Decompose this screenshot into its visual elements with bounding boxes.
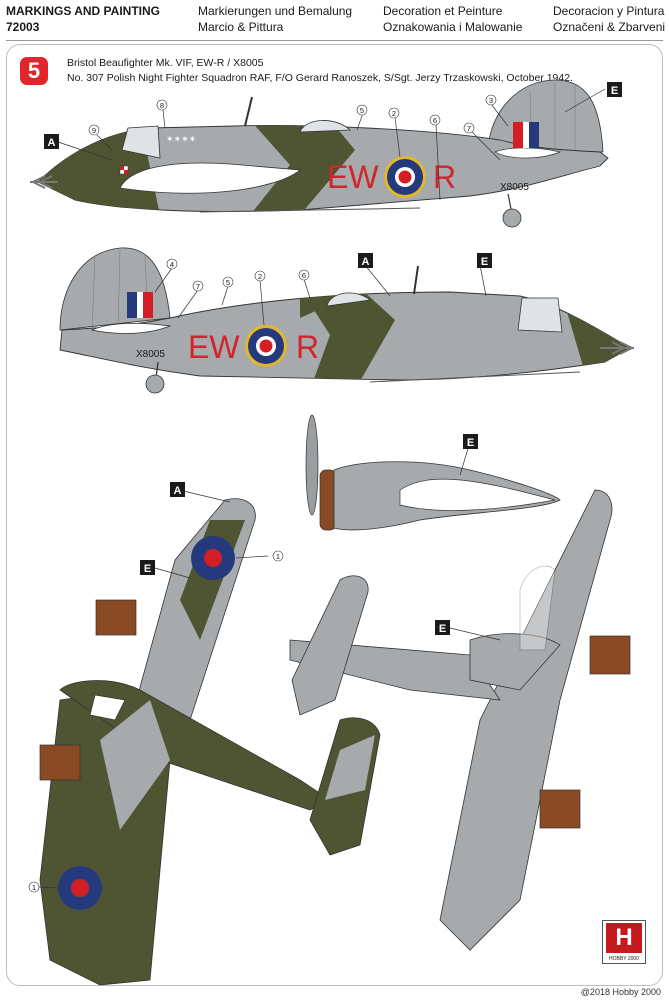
svg-text:✶✶✶✶: ✶✶✶✶ — [166, 135, 196, 145]
svg-text:A: A — [174, 485, 182, 497]
callout-3: 3 — [489, 96, 493, 105]
callout-9: 9 — [92, 126, 96, 135]
callout-7-top: 7 — [467, 124, 471, 133]
callout-E-top: E — [607, 82, 622, 97]
callout-7-mid: 7 — [196, 282, 200, 291]
svg-text:E: E — [439, 623, 446, 635]
aircraft-info: Bristol Beaufighter Mk. VIF, EW-R / X800… — [67, 56, 573, 86]
callout-E-nose: E — [463, 434, 478, 449]
header-title: MARKINGS AND PAINTING — [6, 4, 160, 18]
lower-surface-plan — [289, 489, 631, 951]
squadron-code-left-starboard: EW — [188, 329, 240, 365]
svg-text:E: E — [481, 256, 488, 268]
svg-text:E: E — [144, 563, 151, 575]
nose-detail-view — [305, 414, 561, 531]
callout-leaders — [37, 88, 606, 889]
logo-text: HOBBY 2000 — [609, 956, 639, 962]
cockpit-canopy — [121, 125, 161, 159]
header-french: Decoration et Peinture — [383, 4, 503, 18]
header-divider — [6, 40, 663, 41]
aircraft-letter-starboard: R — [296, 329, 319, 365]
profile-number-badge: 5 — [20, 57, 48, 85]
callout-E-mid: E — [477, 253, 492, 268]
header-italian: Marcio & Pittura — [198, 20, 284, 34]
serial-number: X8005 — [500, 182, 529, 193]
tail-fin-starboard — [59, 247, 171, 331]
callout-4: 4 — [170, 260, 174, 269]
svg-text:E: E — [611, 85, 618, 97]
svg-text:A: A — [362, 256, 370, 268]
callout-8: 8 — [160, 101, 164, 110]
callout-A-top: A — [44, 134, 59, 149]
side-profile-starboard: EW R X8005 — [59, 247, 635, 394]
header-german: Markierungen und Bemalung — [198, 4, 353, 18]
header-col-german-italian: Markierungen und Bemalung Marcio & Pittu… — [198, 3, 352, 35]
callout-5-mid: 5 — [226, 278, 230, 287]
squadron-code-left: EW — [327, 159, 379, 195]
header-spanish: Decoracion y Pintura — [553, 4, 665, 18]
kit-number: 72003 — [6, 20, 40, 34]
callout-E-lower: E — [435, 620, 450, 635]
callout-5-top: 5 — [360, 106, 364, 115]
numbered-callouts: 8 9 5 2 6 3 7 4 7 5 2 6 1 1 — [28, 94, 497, 893]
callout-A-mid: A — [358, 253, 373, 268]
upper-surface-plan — [39, 498, 381, 986]
aircraft-title: Bristol Beaufighter Mk. VIF, EW-R / X800… — [67, 57, 264, 69]
callout-1-lower: 1 — [32, 883, 36, 892]
hobby2000-logo: H HOBBY 2000 — [602, 920, 646, 964]
header-polish: Oznakowania i Malowanie — [383, 20, 523, 34]
header-col-spanish-czech: Decoracion y Pintura Označeni & Zbarveni — [553, 3, 665, 35]
callout-A-plan: A — [170, 482, 185, 497]
callout-6-top: 6 — [433, 116, 437, 125]
profile-panel — [6, 44, 663, 986]
side-profile-port: EW R X8005 ✶✶✶✶ — [30, 79, 609, 228]
svg-text:A: A — [48, 137, 56, 149]
aircraft-description: No. 307 Polish Night Fighter Squadron RA… — [67, 72, 573, 84]
header-col-french-polish: Decoration et Peinture Oznakowania i Mal… — [383, 3, 522, 35]
callout-1-upper: 1 — [276, 552, 280, 561]
aircraft-letter: R — [433, 159, 456, 195]
callout-2-top: 2 — [392, 109, 396, 118]
copyright: @2018 Hobby 2000 — [580, 987, 661, 997]
callout-E-plan: E — [140, 560, 155, 575]
header-czech: Označeni & Zbarveni — [553, 20, 666, 34]
serial-number-starboard: X8005 — [136, 349, 165, 360]
callout-2-mid: 2 — [258, 272, 262, 281]
logo-letter: H — [606, 923, 642, 953]
svg-text:E: E — [467, 437, 474, 449]
header-col-english: MARKINGS AND PAINTING 72003 — [6, 3, 160, 35]
callout-6-mid: 6 — [302, 271, 306, 280]
